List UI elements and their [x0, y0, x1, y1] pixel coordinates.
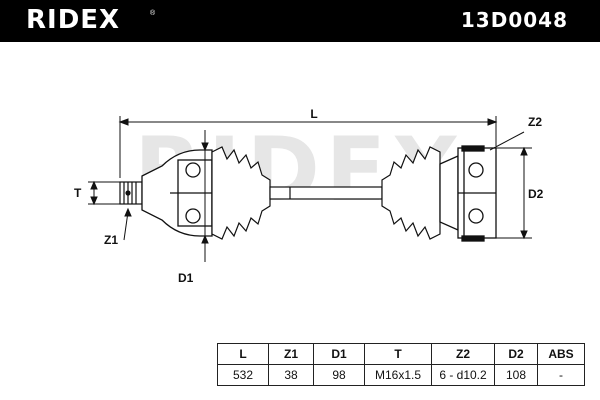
spec-header-t: T [364, 343, 432, 365]
spec-header-z2: Z2 [431, 343, 495, 365]
spec-header-abs: ABS [537, 343, 585, 365]
label-d1: D1 [178, 271, 194, 285]
spec-header-l: L [217, 343, 269, 365]
spec-value-d1: 98 [313, 364, 365, 386]
spec-value-d2: 108 [494, 364, 538, 386]
spec-value-row: 532 38 98 M16x1.5 6 - d10.2 108 - [217, 364, 585, 386]
left-stub [119, 181, 143, 205]
leader-z1 [123, 207, 132, 241]
spec-table: L Z1 D1 T Z2 D2 ABS 532 38 98 M16x1.5 6 … [217, 343, 585, 386]
label-z1: Z1 [104, 233, 118, 247]
header-bar: RIDEX ® 13D0048 [0, 0, 600, 42]
label-d2: D2 [528, 187, 544, 201]
spec-value-z2: 6 - d10.2 [431, 364, 495, 386]
spec-header-z1: Z1 [268, 343, 314, 365]
dimension-l [118, 116, 498, 178]
spec-value-t: M16x1.5 [364, 364, 432, 386]
label-t: T [74, 186, 82, 200]
spec-value-abs: - [537, 364, 585, 386]
spec-header-row: L Z1 D1 T Z2 D2 ABS [217, 343, 585, 365]
left-boot [211, 146, 271, 240]
leader-z2 [489, 131, 525, 151]
brand-registered-mark: ® [150, 10, 156, 17]
spec-header-d2: D2 [494, 343, 538, 365]
dimension-d1 [201, 130, 209, 262]
label-l: L [310, 107, 317, 121]
spec-value-l: 532 [217, 364, 269, 386]
brand-logo: RIDEX [26, 5, 121, 35]
dimension-d2 [496, 146, 532, 240]
dimension-t [88, 180, 122, 206]
part-number: 13D0048 [460, 8, 568, 32]
right-cv-joint [439, 145, 497, 242]
label-z2: Z2 [528, 115, 542, 129]
shaft [269, 186, 383, 200]
spec-value-z1: 38 [268, 364, 314, 386]
drive-shaft-drawing: RIDEX [74, 107, 544, 285]
spec-header-d1: D1 [313, 343, 365, 365]
right-boot [381, 146, 441, 240]
